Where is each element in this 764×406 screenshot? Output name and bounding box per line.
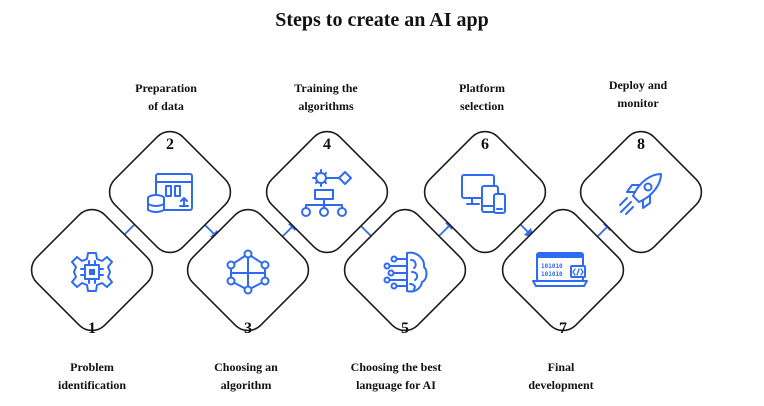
step-4-number: 4	[323, 136, 331, 153]
step-5-label-line-1: Choosing the best	[350, 360, 442, 374]
step-7-label: Final development	[486, 358, 636, 394]
step-6-number: 6	[481, 136, 489, 153]
step-5-label: Choosing the best language for AI	[321, 358, 471, 394]
svg-text:101010: 101010	[541, 271, 563, 278]
step-7-label-line-1: Final	[547, 360, 575, 374]
flowchart-icon	[301, 169, 352, 217]
step-8-label-line-2: monitor	[617, 96, 659, 110]
diagram-title: Steps to create an AI app	[275, 9, 489, 31]
step-6-label-line-1: Platform	[459, 81, 505, 95]
step-8-tile	[579, 130, 703, 254]
step-4-tile	[265, 130, 389, 254]
step-6-label-line-2: selection	[460, 99, 504, 113]
devices-icon	[461, 174, 506, 214]
step-7-tile	[501, 208, 625, 332]
rocket-icon	[619, 173, 662, 215]
step-2-number: 2	[166, 136, 174, 153]
step-3-label-line-1: Choosing an	[214, 360, 278, 374]
step-4-label-line-2: algorithms	[298, 99, 354, 113]
step-5-tile	[343, 208, 467, 332]
step-3-number: 3	[244, 320, 252, 337]
step-1-label: Problem identification	[17, 358, 167, 394]
step-1-label-line-2: identification	[58, 378, 126, 392]
data-preparation-icon	[147, 173, 193, 213]
step-3-label: Choosing an algorithm	[171, 358, 321, 394]
step-2-label: Preparation of data	[91, 79, 241, 115]
step-1-number: 1	[88, 320, 96, 337]
step-8-label-line-1: Deploy and	[608, 78, 668, 92]
step-4-label: Training the algorithms	[251, 79, 401, 115]
step-5-label-line-2: language for AI	[356, 378, 436, 392]
step-8-label: Deploy and monitor	[563, 76, 713, 112]
step-4-label-line-1: Training the	[294, 81, 358, 95]
gear-chip-icon	[71, 252, 113, 292]
step-6-label: Platform selection	[407, 79, 557, 115]
step-8-number: 8	[637, 136, 645, 153]
step-3-label-line-2: algorithm	[220, 378, 272, 392]
svg-text:101010: 101010	[541, 263, 563, 270]
step-7-label-line-2: development	[528, 378, 594, 392]
network-graph-icon	[226, 249, 270, 295]
ai-brain-icon	[383, 251, 428, 293]
laptop-code-icon: 101010 101010	[532, 252, 588, 287]
step-7-number: 7	[559, 320, 567, 337]
step-2-label-line-2: of data	[148, 99, 184, 113]
step-2-label-line-1: Preparation	[135, 81, 197, 95]
step-5-number: 5	[401, 320, 409, 337]
step-1-label-line-1: Problem	[70, 360, 114, 374]
